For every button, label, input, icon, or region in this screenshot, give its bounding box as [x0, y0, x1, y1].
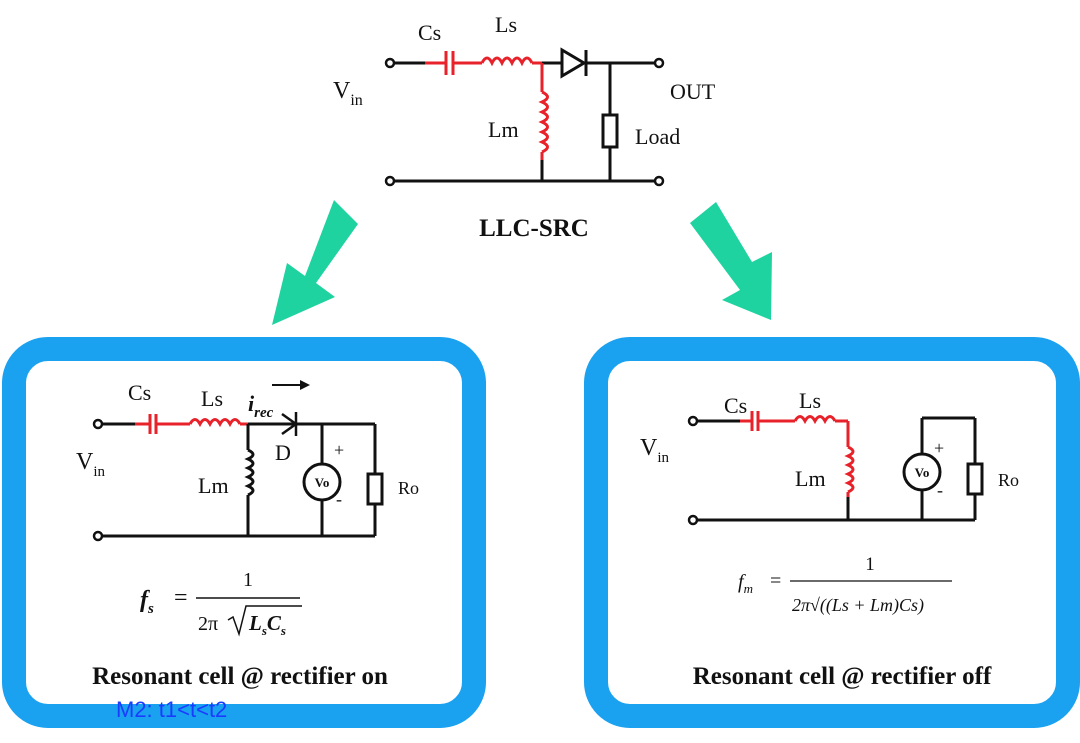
load-resistor [601, 63, 619, 181]
vin-terminal-top [687, 415, 699, 427]
formula-fs: fs = 1 2π LsCs [140, 569, 302, 638]
vo-source [302, 424, 342, 536]
cs-label: Cs [128, 380, 151, 405]
vin-label: Vin [333, 78, 363, 109]
arrow-left [272, 200, 358, 325]
ro-resistor [366, 424, 384, 536]
sqrt-sign [227, 605, 302, 637]
vin-terminal-top [384, 57, 396, 69]
cs-capacitor [740, 411, 795, 431]
cs-label: Cs [724, 393, 747, 418]
ro-label: Ro [398, 478, 419, 498]
formula-denominator: 2π√((Ls + Lm)Cs) [792, 595, 924, 616]
diode-label: D [275, 440, 291, 465]
left-panel-frame [2, 337, 486, 728]
ro-resistor [966, 418, 984, 520]
vin-terminal-bottom [92, 530, 104, 542]
formula-numerator: 1 [243, 569, 253, 591]
vin-terminal-top [92, 418, 104, 430]
lm-label: Lm [795, 466, 826, 491]
diode-current-arrow [281, 412, 299, 436]
out-terminal-top [653, 57, 665, 69]
load-label: Load [635, 124, 680, 149]
formula-equals: = [174, 585, 188, 611]
cs-label: Cs [418, 20, 441, 45]
vin-terminal-bottom [687, 514, 699, 526]
ls-label: Ls [799, 388, 821, 413]
formula-den-prefix: 2π [198, 613, 218, 635]
ls-inductor [793, 415, 848, 425]
vin-terminal-bottom [384, 175, 396, 187]
lm-inductor [538, 63, 549, 181]
cs-capacitor [425, 51, 482, 75]
mode-annotation: M2: t1<t<t2 [116, 697, 227, 722]
right-circuit: Cs Ls Lm Vin Vo + - Ro fm = 1 2π√((Ls + … [640, 388, 1019, 690]
vin-label: Vin [76, 449, 106, 480]
right-panel-frame [584, 337, 1080, 728]
out-label: OUT [670, 79, 716, 104]
lm-label: Lm [488, 117, 519, 142]
formula-den-lc: LsCs [248, 611, 286, 638]
lm-inductor [244, 424, 255, 536]
left-caption: Resonant cell @ rectifier on [92, 663, 388, 690]
ls-inductor [480, 56, 542, 67]
ro-label: Ro [998, 470, 1019, 490]
vo-plus: + [334, 440, 344, 460]
right-caption: Resonant cell @ rectifier off [693, 663, 992, 690]
formula-fm: fm = 1 2π√((Ls + Lm)Cs) [738, 554, 952, 616]
vo-minus: - [336, 489, 342, 509]
left-circuit: Cs Ls irec D Lm Vin Vo + - Ro fs = 1 2π … [76, 380, 419, 722]
vo-label: Vo [915, 465, 930, 480]
formula-numerator: 1 [865, 554, 875, 575]
circuit-title: LLC-SRC [479, 215, 589, 242]
formula-lhs: fm [738, 571, 753, 596]
lm-label: Lm [198, 473, 229, 498]
irec-label: irec [248, 391, 274, 421]
ls-label: Ls [201, 386, 223, 411]
lm-inductor [844, 421, 855, 520]
diode [560, 47, 588, 79]
cs-capacitor [135, 414, 190, 434]
vo-label: Vo [315, 475, 330, 490]
ls-label: Ls [495, 12, 517, 37]
vin-label: Vin [640, 435, 670, 466]
vo-plus: + [934, 438, 944, 458]
formula-lhs: fs [140, 587, 154, 617]
vo-source [902, 416, 975, 520]
out-terminal-bottom [653, 175, 665, 187]
top-circuit: Cs Ls Lm Vin OUT Load LLC-SRC [333, 12, 716, 242]
irec-direction-arrow [272, 380, 310, 390]
arrow-right [690, 202, 772, 320]
formula-equals: = [770, 570, 781, 592]
vo-minus: - [937, 480, 943, 500]
